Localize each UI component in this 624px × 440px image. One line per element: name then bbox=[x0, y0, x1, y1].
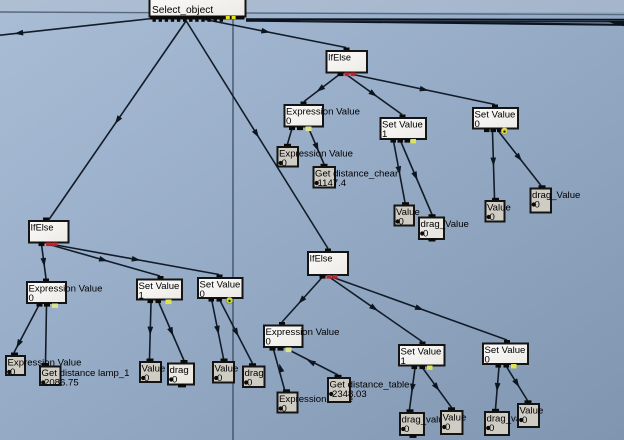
svg-text:0: 0 bbox=[29, 293, 34, 304]
svg-text:drag_Value: drag_Value bbox=[532, 190, 580, 201]
svg-text:Select_object: Select_object bbox=[152, 5, 213, 16]
svg-text:0: 0 bbox=[282, 404, 287, 415]
svg-text:0: 0 bbox=[445, 422, 450, 433]
svg-text:Set Value: Set Value bbox=[485, 345, 526, 356]
svg-text:drag: drag bbox=[170, 365, 189, 376]
svg-text:0: 0 bbox=[522, 415, 527, 426]
svg-text:0: 0 bbox=[399, 217, 404, 228]
svg-text:0: 0 bbox=[266, 337, 271, 348]
svg-text:drag: drag bbox=[245, 368, 264, 379]
svg-text:Expression Value: Expression Value bbox=[29, 284, 103, 295]
svg-text:Get distance lamp_1: Get distance lamp_1 bbox=[42, 368, 130, 379]
svg-text:Value: Value bbox=[142, 364, 166, 375]
svg-text:drag_Value: drag_Value bbox=[421, 219, 469, 230]
svg-text:0: 0 bbox=[535, 200, 540, 211]
svg-text:0: 0 bbox=[286, 116, 291, 127]
svg-text:1: 1 bbox=[139, 291, 144, 302]
svg-text:Expression Value: Expression Value bbox=[279, 149, 353, 160]
svg-text:Set Value: Set Value bbox=[139, 281, 180, 292]
svg-text:0: 0 bbox=[247, 378, 252, 389]
svg-text:IfElse: IfElse bbox=[31, 223, 54, 233]
svg-text:IfElse: IfElse bbox=[310, 254, 333, 264]
svg-text:2086.75: 2086.75 bbox=[44, 378, 79, 389]
svg-text:0: 0 bbox=[485, 355, 490, 366]
svg-text:Value: Value bbox=[215, 364, 239, 375]
svg-text:0: 0 bbox=[282, 158, 287, 169]
svg-text:Set Value: Set Value bbox=[382, 120, 423, 131]
svg-text:drag_value: drag_value bbox=[487, 414, 534, 425]
svg-text:Expression Value: Expression Value bbox=[286, 107, 360, 118]
svg-text:0: 0 bbox=[475, 119, 480, 130]
svg-text:0: 0 bbox=[423, 229, 428, 240]
svg-text:0: 0 bbox=[404, 424, 409, 435]
svg-text:Expression Value: Expression Value bbox=[279, 394, 353, 405]
svg-text:1147.4: 1147.4 bbox=[318, 178, 347, 189]
svg-text:Value: Value bbox=[396, 207, 420, 218]
svg-text:0: 0 bbox=[10, 367, 15, 378]
svg-text:2348.03: 2348.03 bbox=[332, 389, 367, 400]
svg-text:0: 0 bbox=[217, 373, 222, 384]
svg-text:0: 0 bbox=[489, 423, 494, 434]
svg-text:0: 0 bbox=[172, 375, 177, 386]
svg-text:Value: Value bbox=[487, 203, 511, 214]
svg-text:drag_value: drag_value bbox=[402, 415, 449, 426]
svg-text:0: 0 bbox=[144, 373, 149, 384]
svg-text:1: 1 bbox=[401, 356, 406, 367]
svg-text:Get distance_table: Get distance_table bbox=[330, 380, 410, 391]
svg-text:0: 0 bbox=[490, 212, 495, 223]
svg-text:Value: Value bbox=[443, 413, 467, 424]
svg-text:Set Value: Set Value bbox=[401, 347, 442, 358]
svg-text:0: 0 bbox=[200, 289, 205, 300]
svg-text:Get distance_chear: Get distance_chear bbox=[315, 169, 399, 180]
svg-text:Set Value: Set Value bbox=[475, 110, 516, 121]
svg-text:Value: Value bbox=[520, 406, 544, 417]
svg-text:Set Value: Set Value bbox=[200, 280, 241, 291]
svg-text:IfElse: IfElse bbox=[328, 53, 351, 63]
svg-text:Expression Value: Expression Value bbox=[266, 327, 340, 338]
svg-text:1: 1 bbox=[382, 129, 387, 140]
